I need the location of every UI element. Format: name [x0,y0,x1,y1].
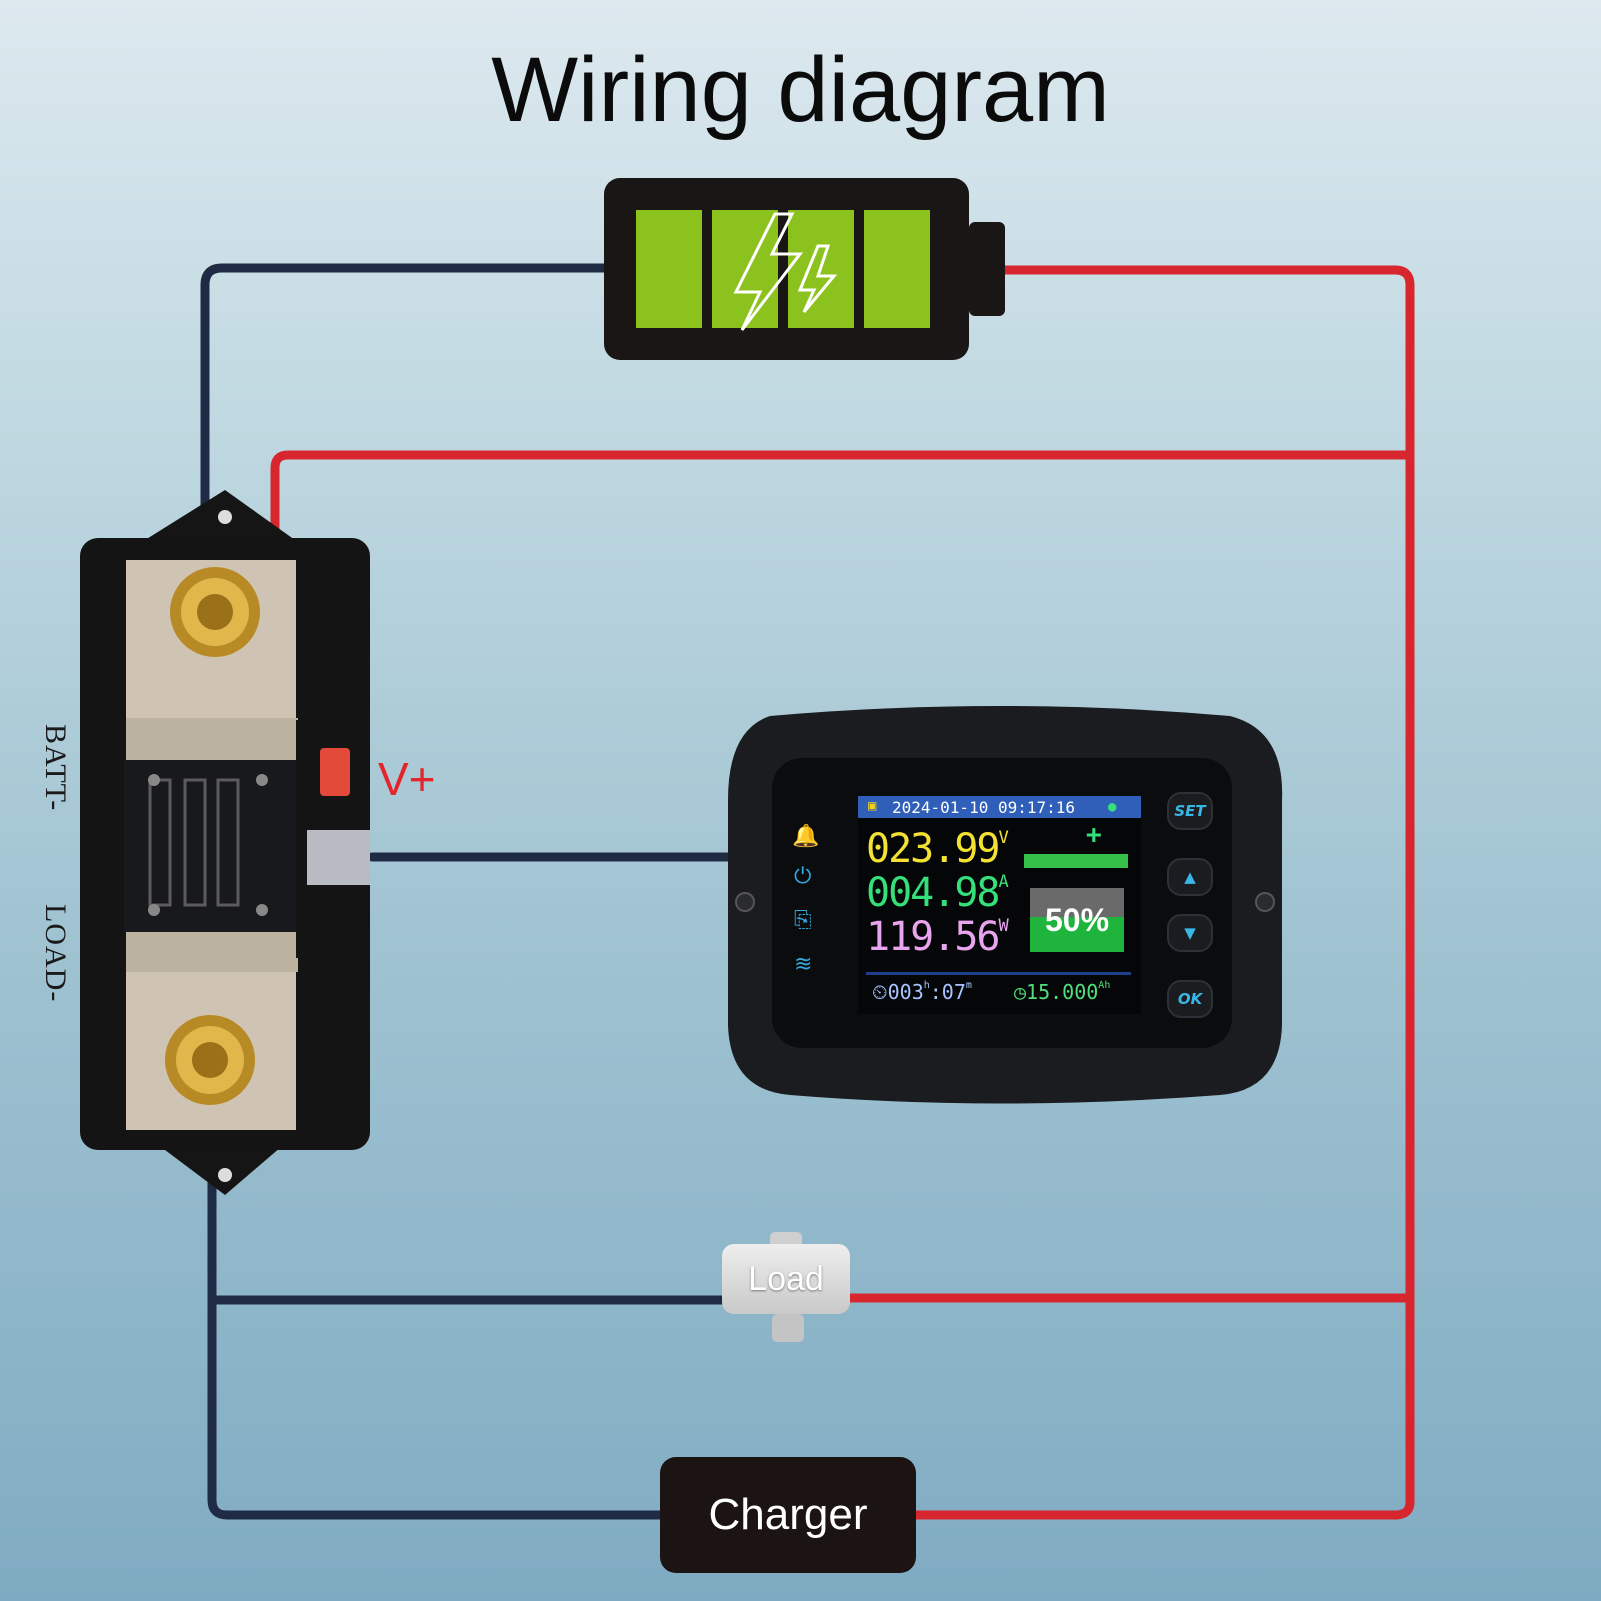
up-button[interactable]: ▲ [1167,858,1213,896]
batt-minus-label: BATT- [39,724,72,812]
datetime: 2024-01-10 09:17:16 [892,798,1076,817]
lightning-bolt-icon [733,212,804,331]
batt-terminal-bolt [170,567,260,657]
ok-button[interactable]: OK [1167,980,1213,1018]
meter-screen: ▣ 2024-01-10 09:17:16 ● 023.99V 004.98A … [858,796,1141,1014]
battery-cell-1 [636,210,702,328]
shunt [80,490,370,1195]
chevron-down-icon: ▼ [1184,924,1196,942]
down-button[interactable]: ▼ [1167,914,1213,952]
battery-cell-4 [864,210,930,328]
vplus-terminal [320,748,350,796]
wifi-icon: ≋ [794,952,813,977]
load-terminal-bolt [165,1015,255,1105]
battery-percent: 50% [1030,888,1124,952]
vplus-label: V+ [378,753,436,805]
power-icon: ⏻ [794,864,812,889]
voltage-readout: 023.99V [866,826,1009,872]
status-bar: ▣ 2024-01-10 09:17:16 ● [858,796,1141,818]
charger-box: Charger [660,1457,916,1573]
wire-battery-negative-to-batt [200,263,610,677]
chevron-up-icon: ▲ [1184,868,1196,886]
charger-label: Charger [708,1490,868,1539]
capacity-readout: ◷15.000Ah [1014,980,1111,1004]
signal-icon: ● [1108,799,1117,815]
battery-terminal-icon [1024,854,1128,868]
runtime-readout: ⏲003h:07m [872,980,972,1004]
device-link-icon: ⎘ [794,908,812,933]
load-box: Load [722,1244,850,1314]
plus-icon: + [1086,820,1102,850]
wire-battery-positive [911,265,1415,1520]
alarm-icon: 🔔 [792,824,820,849]
page-title: Wiring diagram [491,39,1110,141]
battery-icon [604,178,1005,360]
wire-charger-negative [207,1295,665,1520]
power-readout: 119.56W [866,914,1009,960]
load-minus-label: LOAD- [39,904,72,1003]
shunt-circuit-board [124,760,298,932]
lock-icon: ▣ [868,798,877,814]
screen-divider [866,972,1131,975]
meter-port [307,830,370,885]
set-button[interactable]: SET [1167,792,1213,830]
current-readout: 004.98A [866,870,1009,916]
load-label: Load [748,1259,824,1298]
